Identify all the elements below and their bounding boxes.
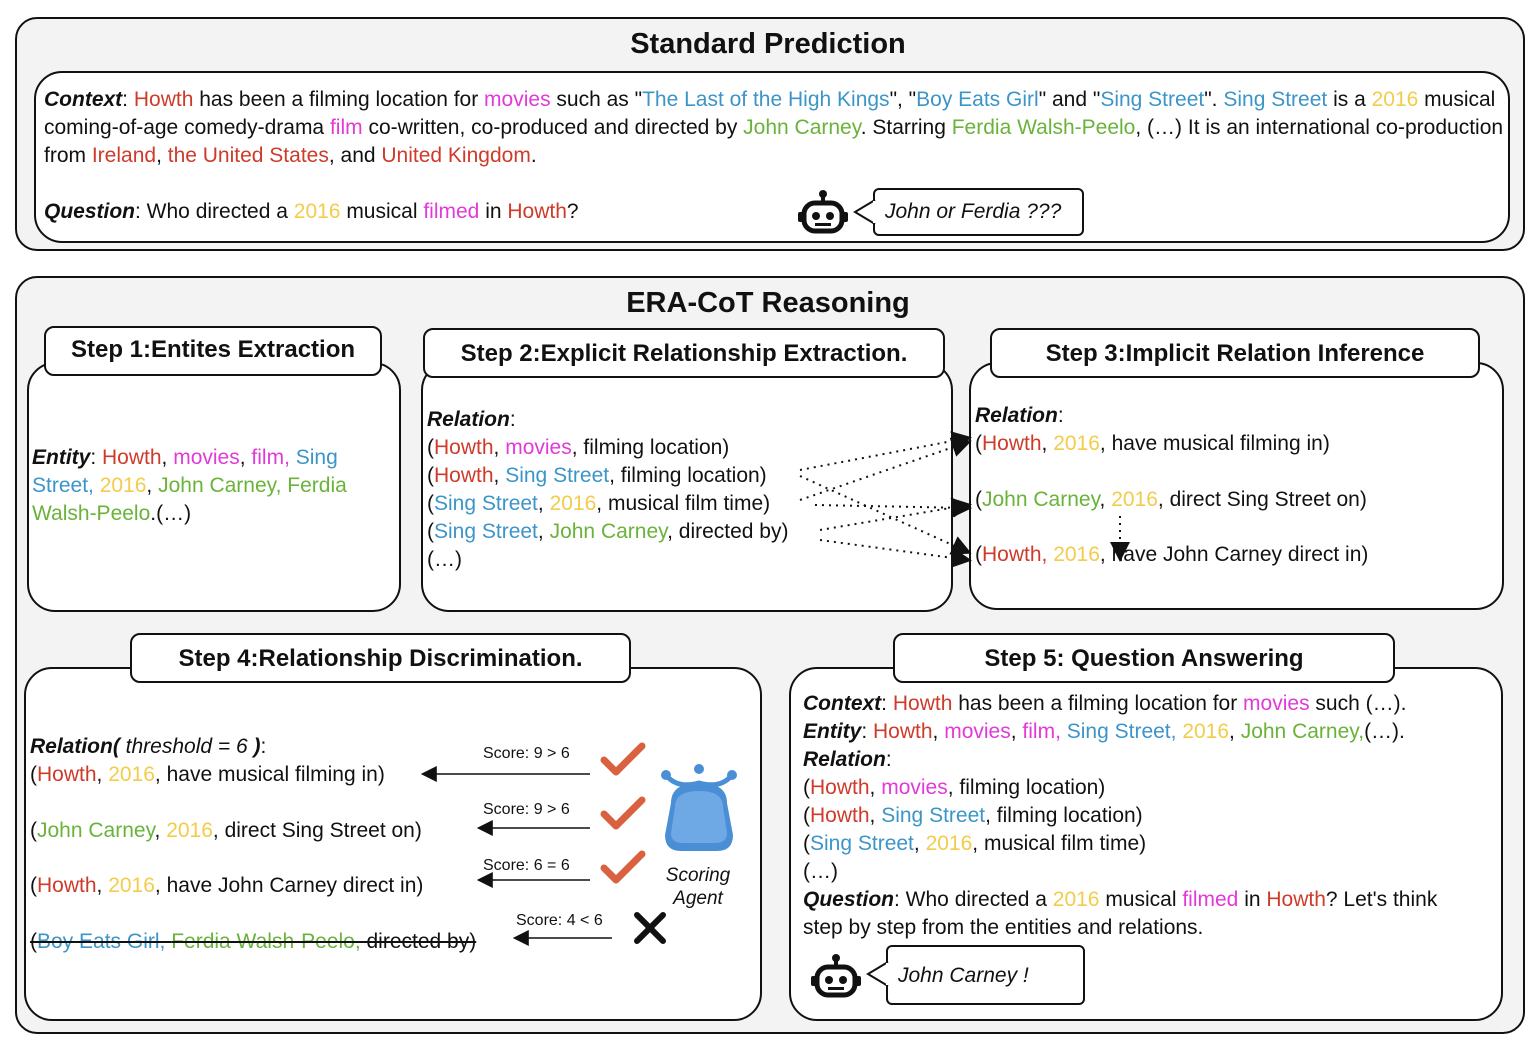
step2-tag: Step 2:Explicit Relationship Extraction.	[423, 328, 945, 378]
step4-relation-1: (Howth, 2016, have musical filming in)	[30, 763, 385, 786]
score-label-1: Score: 9 > 6	[483, 745, 570, 762]
step3-relation-2: (John Carney, 2016, direct Sing Street o…	[975, 488, 1367, 511]
step4-tag: Step 4:Relationship Discrimination.	[130, 633, 631, 683]
step5-relation-label: Relation:	[803, 748, 892, 771]
bubble-pointer	[853, 199, 877, 225]
step5-entity: Entity: Howth, movies, film, Sing Street…	[803, 720, 1405, 743]
robot-icon	[798, 190, 848, 234]
step5-answer-bubble: John Carney !	[886, 945, 1085, 1005]
step2-relation-label: Relation:	[427, 408, 516, 431]
step3-relation-1: (Howth, 2016, have musical filming in)	[975, 432, 1330, 455]
step5-relation-1: (Howth, movies, filming location)	[803, 776, 1106, 799]
step2-relation-3: (Sing Street, 2016, musical film time)	[427, 492, 771, 515]
step5-question: Question: Who directed a 2016 musical fi…	[803, 888, 1438, 939]
standard-prediction-title: Standard Prediction	[630, 28, 906, 60]
bubble-pointer	[866, 961, 890, 987]
step2-relation-2: (Howth, Sing Street, filming location)	[427, 464, 767, 487]
check-icon	[600, 796, 646, 830]
step4-box	[24, 667, 762, 1021]
step4-relation-3: (Howth, 2016, have John Carney direct in…	[30, 874, 424, 897]
step5-context: Context: Howth has been a filming locati…	[803, 692, 1407, 715]
cross-icon	[634, 912, 666, 944]
context-label: Context	[44, 88, 123, 111]
step3-relation-3: (Howth, 2016, have John Carney direct in…	[975, 543, 1369, 566]
standard-question-text: Question: Who directed a 2016 musical fi…	[44, 200, 579, 223]
step4-relation-label: Relation( threshold = 6 ):	[30, 735, 267, 758]
standard-answer-bubble: John or Ferdia ???	[873, 188, 1084, 236]
scoring-agent-label: Scoring Agent	[665, 865, 731, 909]
step3-box	[969, 362, 1504, 610]
step3-relation-label: Relation:	[975, 404, 1064, 427]
score-label-4: Score: 4 < 6	[516, 912, 603, 929]
standard-context-box	[34, 71, 1510, 243]
step2-relation-more: (…)	[427, 548, 462, 571]
step5-relation-2: (Howth, Sing Street, filming location)	[803, 804, 1143, 827]
step4-relation-4-rejected: (Boy Eats Girl, Ferdia Walsh-Peelo, dire…	[30, 930, 477, 953]
scoring-agent-icon	[661, 764, 737, 851]
robot-icon	[811, 954, 861, 998]
step5-relation-3: (Sing Street, 2016, musical film time)	[803, 832, 1147, 855]
standard-context-text: Context: Howth has been a filming locati…	[44, 88, 1504, 167]
step2-relation-4: (Sing Street, John Carney, directed by)	[427, 520, 789, 543]
question-label: Question	[44, 200, 136, 223]
step5-relation-more: (…)	[803, 860, 838, 883]
step1-entity-text: Entity: Howth, movies, film, Sing Street…	[32, 446, 347, 525]
step4-relation-2: (John Carney, 2016, direct Sing Street o…	[30, 819, 422, 842]
score-label-3: Score: 6 = 6	[483, 857, 570, 874]
step2-relation-1: (Howth, movies, filming location)	[427, 436, 730, 459]
step1-tag: Step 1:Entites Extraction	[44, 326, 382, 376]
check-icon	[600, 850, 646, 884]
step3-tag: Step 3:Implicit Relation Inference	[990, 328, 1480, 378]
score-label-2: Score: 9 > 6	[483, 801, 570, 818]
step5-tag: Step 5: Question Answering	[893, 633, 1395, 683]
check-icon	[600, 742, 646, 776]
step1-box	[27, 362, 401, 612]
era-cot-title: ERA-CoT Reasoning	[626, 287, 910, 319]
